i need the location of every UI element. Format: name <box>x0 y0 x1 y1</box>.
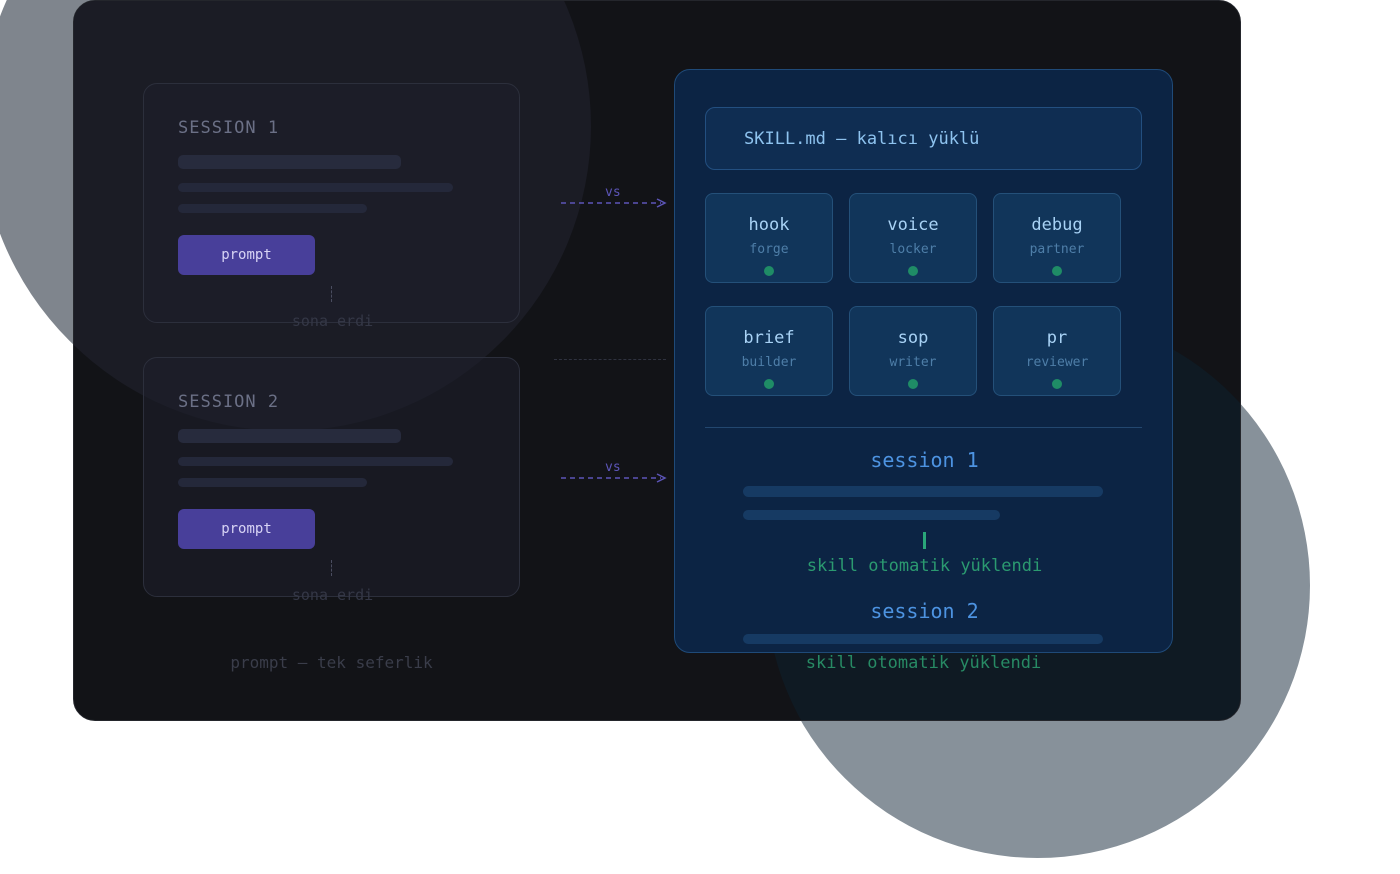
connector-tick <box>923 532 926 549</box>
auto-loaded-text: skill otomatik yüklendi <box>805 653 1042 673</box>
skill-session-2-label: session 2 <box>870 599 979 623</box>
skill-name: pr <box>1046 328 1068 348</box>
skill-subtitle: writer <box>889 355 937 370</box>
skill-tile-sop-writer[interactable]: sop writer <box>849 306 977 396</box>
session-title: SESSION 1 <box>178 118 280 138</box>
vs-label: vs <box>605 185 621 200</box>
skill-name: voice <box>887 215 939 235</box>
auto-loaded-text: skill otomatik yüklendi <box>806 556 1043 576</box>
divider <box>705 427 1142 428</box>
skill-tile-voice-locker[interactable]: voice locker <box>849 193 977 283</box>
vs-arrow: vs <box>561 460 669 490</box>
prompt-caption: prompt — tek seferlik <box>230 653 433 672</box>
prompt-button[interactable]: prompt <box>178 509 315 549</box>
connector-tick <box>331 286 332 302</box>
vs-label: vs <box>605 460 621 475</box>
session-card-2: SESSION 2 prompt sona erdi <box>143 357 520 604</box>
placeholder-line <box>178 429 401 443</box>
status-dot-icon <box>1052 266 1062 276</box>
divider-dashed <box>554 359 666 360</box>
placeholder-line <box>743 510 1000 520</box>
status-dot-icon <box>764 379 774 389</box>
skill-name: debug <box>1031 215 1083 235</box>
skill-subtitle: reviewer <box>1025 355 1089 370</box>
skill-tile-hook-forge[interactable]: hook forge <box>705 193 833 283</box>
prompt-button[interactable]: prompt <box>178 235 315 275</box>
placeholder-line <box>178 478 367 487</box>
placeholder-line <box>178 155 401 169</box>
comparison-panel: SESSION 1 prompt sona erdi SESSION 2 pro… <box>73 0 1241 721</box>
skill-subtitle: locker <box>889 242 937 257</box>
skill-tile-debug-partner[interactable]: debug partner <box>993 193 1121 283</box>
skill-subtitle: builder <box>741 355 797 370</box>
placeholder-line <box>743 486 1103 497</box>
dashed-arrow-icon <box>561 473 667 483</box>
status-dot-icon <box>764 266 774 276</box>
skill-file-header: SKILL.md — kalıcı yüklü <box>705 107 1142 170</box>
connector-tick <box>331 560 332 576</box>
session-card-1: SESSION 1 prompt sona erdi <box>143 83 520 330</box>
skill-panel: SKILL.md — kalıcı yüklü hook forge voice… <box>674 69 1173 653</box>
skill-name: sop <box>897 328 929 348</box>
session-status: sona erdi <box>291 586 374 604</box>
placeholder-line <box>743 634 1103 644</box>
dashed-arrow-icon <box>561 198 667 208</box>
session-status: sona erdi <box>291 312 374 330</box>
status-dot-icon <box>908 379 918 389</box>
session-title: SESSION 2 <box>178 392 280 412</box>
status-dot-icon <box>908 266 918 276</box>
placeholder-line <box>178 457 453 466</box>
skill-name: brief <box>743 328 795 348</box>
skill-subtitle: forge <box>749 242 789 257</box>
skill-session-1-label: session 1 <box>870 448 979 472</box>
placeholder-line <box>178 204 367 213</box>
skill-subtitle: partner <box>1029 242 1085 257</box>
placeholder-line <box>178 183 453 192</box>
skill-tile-brief-builder[interactable]: brief builder <box>705 306 833 396</box>
vs-arrow: vs <box>561 185 669 215</box>
status-dot-icon <box>1052 379 1062 389</box>
skill-tile-pr-reviewer[interactable]: pr reviewer <box>993 306 1121 396</box>
skill-name: hook <box>748 215 790 235</box>
